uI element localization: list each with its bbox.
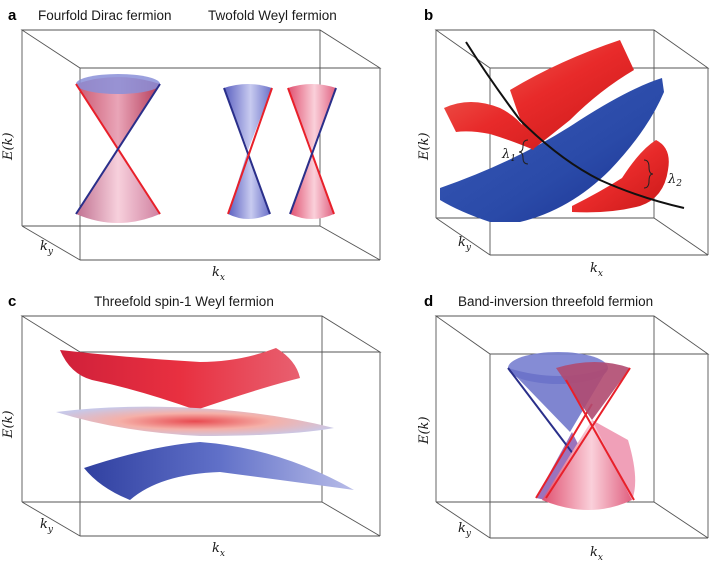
flat-band-sheet	[56, 406, 334, 436]
panel-b: b E(k) ky kx λ1 λ2	[417, 7, 710, 279]
panel-d: d Band-inversion threefold fermion E(k) …	[417, 293, 710, 561]
red-band-sheet-lower	[572, 140, 669, 213]
upper-band-sheet	[60, 348, 300, 410]
red-band-sheet-upper	[444, 40, 634, 150]
panel-c-kx-label: kx	[212, 541, 225, 559]
panel-c-ky-label: ky	[40, 517, 54, 535]
nodal-line	[465, 41, 685, 209]
inverted-red-cone	[542, 362, 636, 510]
weyl-cone-red	[287, 84, 337, 219]
panel-a: a Fourfold Dirac fermion Twofold Weyl fe…	[1, 7, 382, 283]
panel-d-energy-label: E(k)	[417, 416, 432, 445]
panel-letter-d: d	[424, 293, 433, 310]
lambda2-label: λ2	[667, 172, 682, 189]
panel-a-title-dirac: Fourfold Dirac fermion	[38, 8, 172, 23]
lambda1-brace	[518, 139, 529, 165]
panel-c: c Threefold spin-1 Weyl fermion E(k) ky …	[1, 293, 382, 559]
panel-a-box	[20, 29, 382, 261]
panel-letter-b: b	[424, 7, 433, 24]
panel-b-kx-label: kx	[590, 261, 603, 279]
panel-d-kx-label: kx	[590, 545, 603, 561]
panel-b-energy-label: E(k)	[417, 132, 432, 161]
panel-d-title: Band-inversion threefold fermion	[458, 294, 653, 309]
lambda1-label: λ1	[501, 147, 516, 164]
dirac-cone	[75, 74, 161, 223]
panel-letter-a: a	[8, 7, 17, 24]
panel-c-title: Threefold spin-1 Weyl fermion	[94, 294, 274, 309]
panel-a-kx-label: kx	[212, 265, 225, 283]
panel-a-ky-label: ky	[40, 239, 54, 257]
weyl-cone-blue	[223, 84, 273, 219]
lambda2-brace	[643, 159, 654, 189]
panel-c-energy-label: E(k)	[1, 410, 16, 439]
panel-a-title-weyl: Twofold Weyl fermion	[208, 8, 337, 23]
panel-a-energy-label: E(k)	[1, 132, 16, 161]
panel-d-ky-label: ky	[458, 521, 472, 539]
panel-letter-c: c	[8, 293, 16, 310]
panel-c-box	[20, 315, 382, 537]
lower-band-sheet	[84, 442, 354, 500]
panel-b-ky-label: ky	[458, 235, 472, 253]
